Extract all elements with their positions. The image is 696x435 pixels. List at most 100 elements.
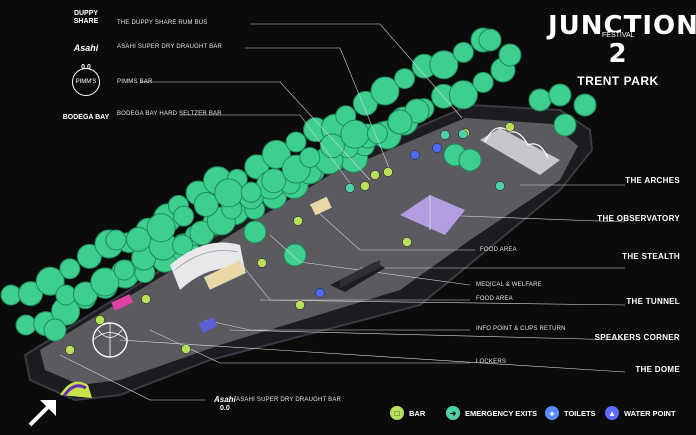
callout-info-point: INFO POINT & CUPS RETURN — [476, 326, 566, 332]
tree — [285, 131, 307, 153]
tree — [548, 83, 572, 107]
asahi-logo: Asahi 0.0 — [62, 38, 110, 74]
bodega-bay-logo: BODEGA BAY — [62, 106, 110, 124]
duppy-share-logo-text: DUPPY SHARE — [73, 10, 99, 25]
toilet-icon — [432, 143, 442, 153]
tree — [105, 229, 127, 251]
emergency-exit-icon: ➜ — [446, 406, 460, 420]
legend-label-toilets: TOILETS — [564, 408, 596, 418]
tree — [261, 168, 287, 194]
bar-icon — [505, 122, 515, 132]
zone-the-arches: THE ARCHES — [625, 176, 680, 185]
tree — [366, 123, 388, 145]
callout-bodega-bar: BODEGA BAY HARD SELTZER BAR — [117, 111, 222, 117]
tree — [352, 90, 378, 116]
emergency-exit-icon — [495, 181, 505, 191]
festival-brand: JUNCTION 2 FESTIVAL TRENT PARK — [548, 11, 696, 88]
bar-icon — [95, 315, 105, 325]
callout-lines — [59, 23, 626, 401]
bar-icon — [293, 216, 303, 226]
tree — [59, 258, 81, 280]
asahi-logo-bottom-sub: 0.0 — [220, 405, 230, 412]
asahi-logo-text: Asahi — [73, 43, 99, 53]
legend-item-toilets: ● TOILETS — [545, 404, 596, 422]
tree — [214, 178, 244, 208]
tree — [90, 267, 120, 297]
the-observatory-structure — [400, 195, 465, 235]
toilet-icon — [315, 288, 325, 298]
legend-item-water-point: ▲ WATER POINT — [605, 404, 676, 422]
tree — [76, 243, 102, 269]
bar-icon — [65, 345, 75, 355]
bar-icon — [141, 294, 151, 304]
bar-icon — [360, 181, 370, 191]
tree — [43, 318, 67, 342]
the-arches-structure — [480, 127, 560, 175]
brand-location: TRENT PARK — [577, 74, 659, 88]
emergency-exit-icon — [458, 129, 468, 139]
woodland — [0, 27, 597, 342]
tree — [370, 76, 400, 106]
tree — [240, 181, 262, 203]
tree — [146, 213, 176, 243]
legend-label-bar: BAR — [409, 408, 426, 418]
tree — [573, 93, 597, 117]
callout-medical: MEDICAL & WELFARE — [476, 282, 542, 288]
bar-icon — [257, 258, 267, 268]
brand-title: JUNCTION 2 — [548, 11, 696, 69]
callout-asahi-bar-bottom: ASAHI SUPER DRY DRAUGHT BAR — [236, 397, 342, 403]
asahi-logo-bottom: Asahi 0.0 — [214, 396, 236, 413]
zone-speakers-corner: SPEAKERS CORNER — [594, 333, 680, 342]
tree — [126, 226, 152, 252]
tree — [553, 113, 577, 137]
tree — [394, 68, 416, 90]
bar-icon: □ — [390, 406, 404, 420]
map-markers — [65, 122, 515, 355]
pimms-logo-text: PIMM'S — [72, 68, 100, 96]
zone-the-tunnel: THE TUNNEL — [626, 297, 680, 306]
zone-the-observatory: THE OBSERVATORY — [597, 214, 680, 223]
bar-icon — [181, 344, 191, 354]
emergency-exit-icon — [440, 130, 450, 140]
bar-icon — [370, 170, 380, 180]
tree — [448, 80, 478, 110]
zone-the-stealth: THE STEALTH — [622, 252, 680, 261]
callout-pimms-bar: PIMMS BAR — [117, 79, 153, 85]
tree — [172, 234, 194, 256]
legend-label-water-point: WATER POINT — [624, 408, 676, 418]
tree — [528, 88, 552, 112]
duppy-share-logo: DUPPY SHARE — [62, 10, 110, 28]
entrance-arrow-icon — [28, 400, 56, 427]
the-dome-structure — [92, 322, 128, 358]
tree — [35, 266, 65, 296]
brand-subtitle: FESTIVAL — [600, 32, 637, 39]
legend-label-emergency-exits: EMERGENCY EXITS — [465, 408, 537, 418]
callout-lockers: LOCKERS — [476, 359, 507, 365]
the-stealth-structure — [330, 260, 385, 292]
tree — [299, 146, 321, 168]
legend-item-emergency-exits: ➜ EMERGENCY EXITS — [446, 404, 537, 422]
toilet-icon: ● — [545, 406, 559, 420]
callout-asahi-bar: ASAHI SUPER DRY DRAUGHT BAR — [117, 44, 223, 50]
toilet-icon — [410, 150, 420, 160]
callout-food-area-1: FOOD AREA — [480, 247, 517, 253]
tree — [193, 192, 219, 218]
tree — [458, 148, 482, 172]
food-area-tents — [111, 196, 332, 333]
tree — [15, 314, 37, 336]
tree — [452, 41, 474, 63]
tree — [243, 220, 267, 244]
entrance-gate — [60, 381, 92, 398]
asahi-logo-bottom-text: Asahi — [214, 395, 236, 404]
callout-food-area-2: FOOD AREA — [476, 296, 513, 302]
tree — [113, 259, 135, 281]
the-tunnel-structure — [170, 242, 245, 290]
bar-icon — [295, 300, 305, 310]
emergency-exit-icon — [345, 183, 355, 193]
tree — [0, 284, 22, 306]
tree — [261, 139, 291, 169]
pimms-logo: PIMM'S — [62, 68, 110, 96]
legend-item-bar: □ BAR — [390, 404, 425, 422]
